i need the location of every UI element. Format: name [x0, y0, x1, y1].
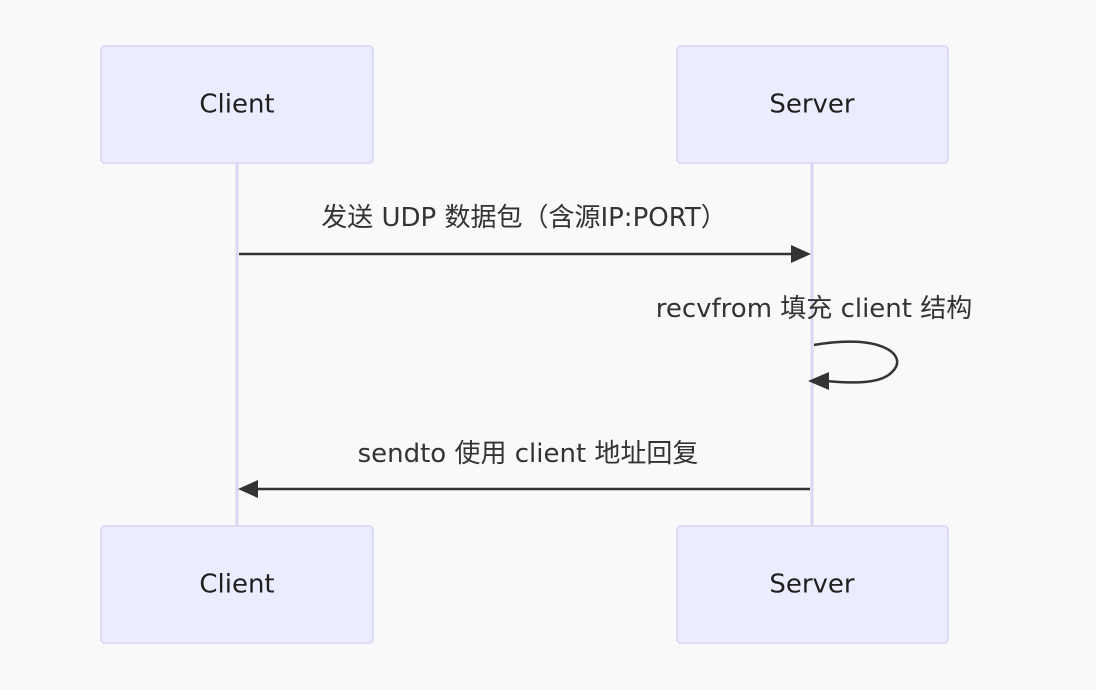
server-actor-bottom-label: Server [769, 570, 855, 600]
message-sendto-arrowhead [238, 480, 258, 498]
client-actor-top: Client [100, 45, 374, 164]
client-actor-bottom-label: Client [199, 570, 274, 600]
message-recvfrom-label: recvfrom 填充 client 结构 [656, 294, 973, 324]
message-send-udp-label: 发送 UDP 数据包（含源IP:PORT） [321, 203, 727, 233]
message-recvfrom-loop [813, 340, 899, 384]
message-send-udp-arrowhead [791, 245, 811, 263]
message-send-udp: 发送 UDP 数据包（含源IP:PORT） [239, 203, 811, 263]
message-sendto: sendto 使用 client 地址回复 [238, 439, 810, 498]
message-sendto-label: sendto 使用 client 地址回复 [358, 439, 699, 469]
server-actor-bottom: Server [676, 525, 949, 644]
client-actor-bottom: Client [100, 525, 374, 644]
message-recvfrom: recvfrom 填充 client 结构 [656, 294, 973, 390]
server-actor-top-label: Server [769, 90, 855, 120]
message-recvfrom-arrowhead [808, 372, 829, 390]
client-actor-top-label: Client [199, 90, 274, 120]
server-actor-top: Server [676, 45, 949, 164]
